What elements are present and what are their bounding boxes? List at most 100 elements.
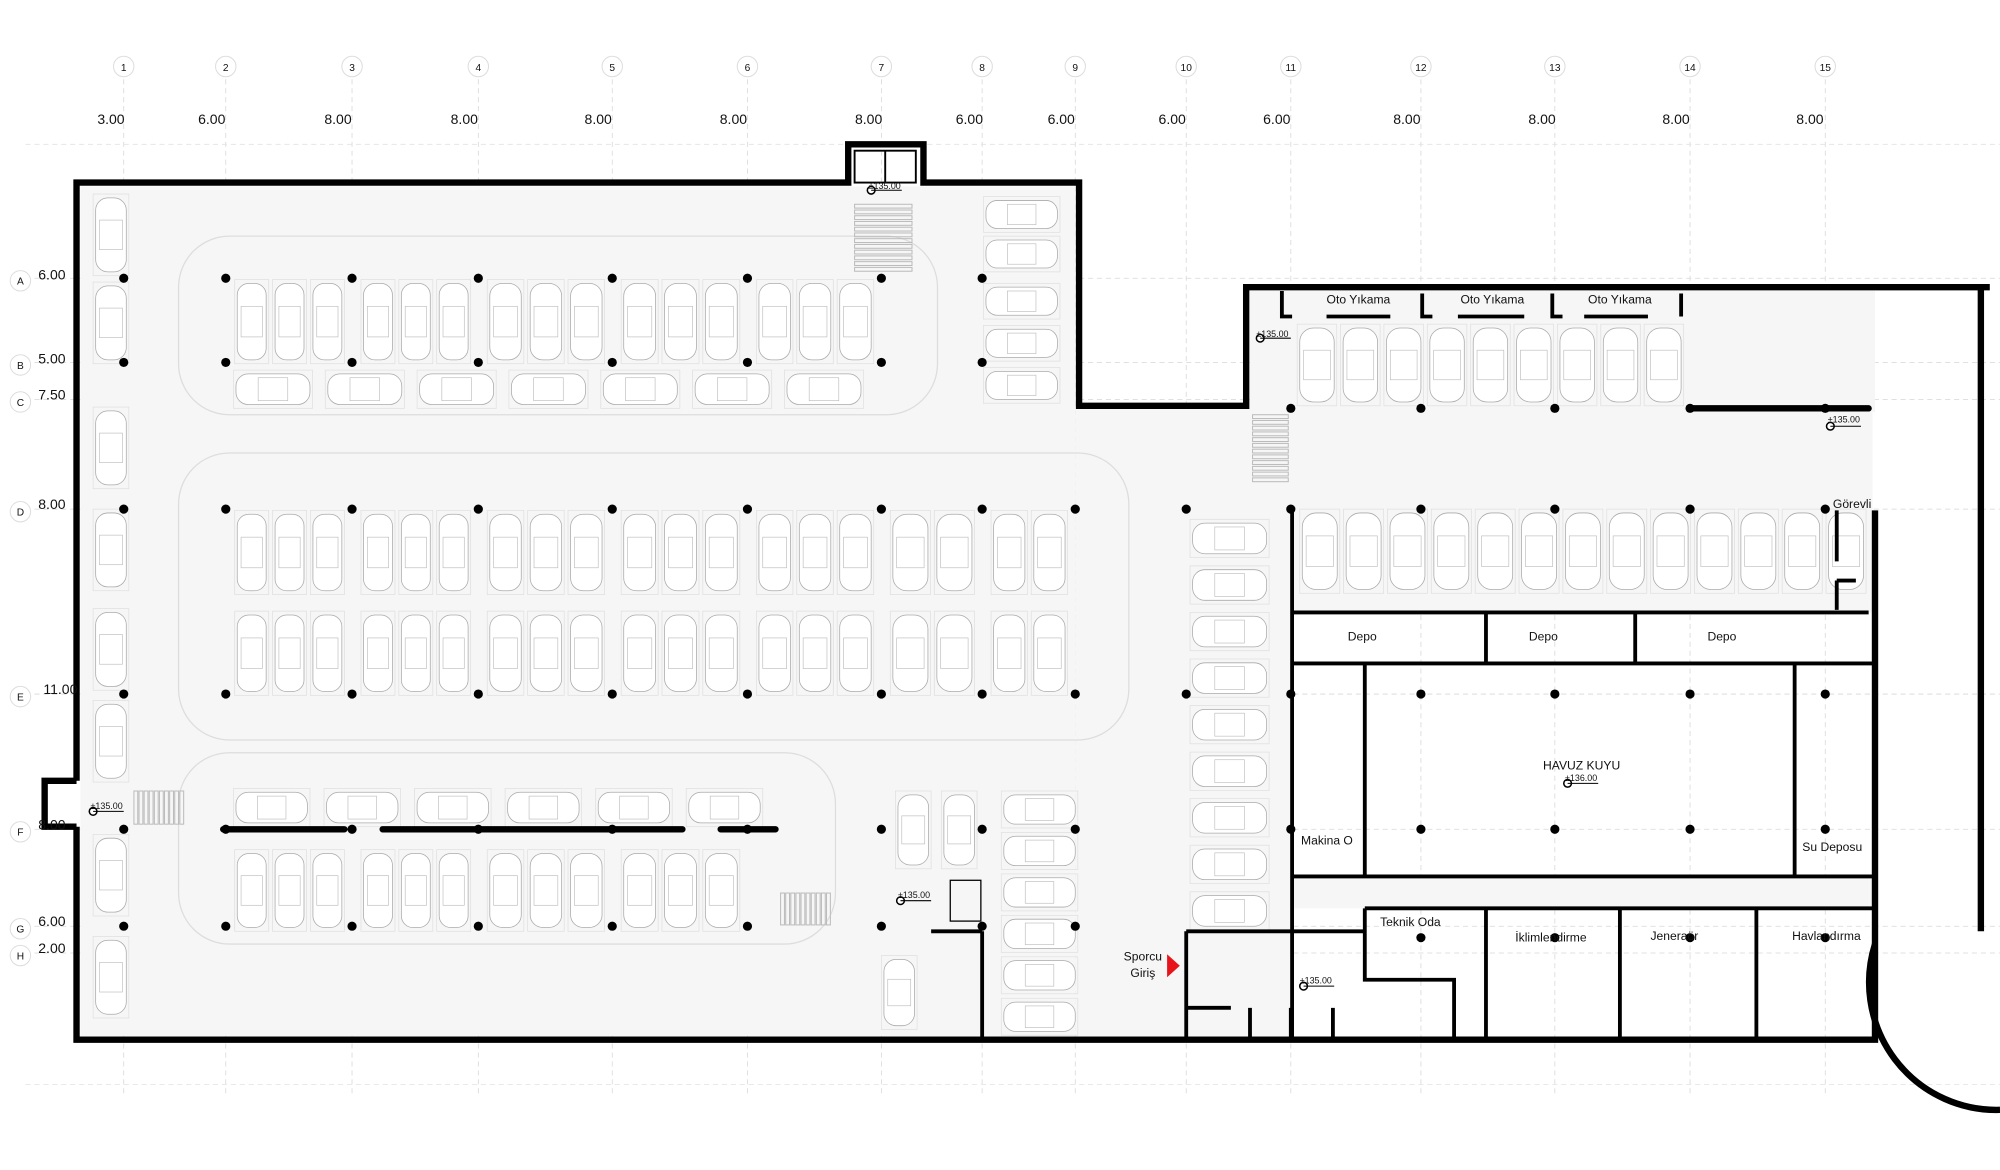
parking-space xyxy=(933,509,975,595)
parking-space xyxy=(1430,508,1472,594)
structural-column xyxy=(221,357,231,368)
parking-space xyxy=(234,509,270,595)
parking-space xyxy=(309,509,345,595)
parking-space xyxy=(836,509,875,595)
structural-column xyxy=(1416,933,1426,943)
column-spacing: 8.00 xyxy=(1796,111,1823,127)
parking-space xyxy=(1426,323,1468,407)
grid-row-bubble: A xyxy=(9,270,32,292)
parking-space xyxy=(233,788,311,828)
column-spacing: 8.00 xyxy=(1393,111,1420,127)
parking-space xyxy=(1383,323,1424,407)
grid-row-label: A xyxy=(17,277,24,288)
structural-column xyxy=(1286,689,1296,699)
parking-space xyxy=(796,509,834,595)
column-spacing: 6.00 xyxy=(1263,111,1290,127)
grid-column-bubble: 11 xyxy=(1280,55,1302,78)
structural-column xyxy=(1416,689,1426,699)
parking-space xyxy=(234,849,270,932)
grid-column-bubble: 3 xyxy=(341,55,363,78)
grid-column-label: 4 xyxy=(475,63,481,74)
label-hvac: İklimlendirme xyxy=(1515,931,1587,945)
label-technical-room: Teknik Oda xyxy=(1380,915,1441,929)
structural-column xyxy=(119,273,129,283)
parking-space xyxy=(436,509,472,595)
parking-space xyxy=(836,610,875,696)
structural-column xyxy=(1181,689,1191,699)
elevation-core: ±135.00 xyxy=(898,890,930,900)
parking-space xyxy=(527,610,565,696)
grid-row-bubble: C xyxy=(9,391,32,413)
parking-space xyxy=(567,279,605,365)
parking-space xyxy=(1562,508,1604,594)
structural-column xyxy=(221,504,231,514)
parking-space xyxy=(234,610,270,696)
parking-space xyxy=(620,849,659,932)
structural-column xyxy=(1070,824,1080,834)
parking-space xyxy=(1343,508,1385,594)
label-water-tank: Su Deposu xyxy=(1802,840,1862,854)
parking-spaces xyxy=(92,193,1867,1036)
parking-space xyxy=(436,279,472,365)
column-spacing: 6.00 xyxy=(198,111,225,127)
elevation-marker-icon xyxy=(1563,778,1599,788)
elevation-car-wash: ±135.00 xyxy=(1256,329,1288,339)
row-spacing: 2.00 xyxy=(38,940,65,956)
label-athlete-entrance-2: Giriş xyxy=(1130,966,1155,980)
structural-column xyxy=(742,689,753,699)
parking-space xyxy=(1557,323,1598,407)
grid-column-bubble: 15 xyxy=(1814,55,1836,78)
parking-space xyxy=(486,849,525,932)
room-walls xyxy=(41,141,2000,1114)
parking-space xyxy=(486,610,525,696)
parking-space xyxy=(272,849,307,932)
structural-column xyxy=(119,357,129,368)
structural-column xyxy=(977,689,987,699)
row-spacing: 8.00 xyxy=(38,816,65,832)
parking-space xyxy=(323,788,401,828)
parking-space xyxy=(1000,873,1079,912)
structural-column xyxy=(221,689,231,699)
parking-space xyxy=(1299,508,1341,594)
grid-row-label: F xyxy=(17,828,23,839)
elevation-marker-icon xyxy=(1825,421,1861,431)
room-labels: Oto Yıkama Oto Yıkama Oto Yıkama Görevli… xyxy=(1124,293,1872,980)
parking-space xyxy=(1470,323,1511,407)
structural-column xyxy=(1820,933,1830,943)
elevation-left-entrance: ±135.00 xyxy=(91,801,123,811)
entrance-arrow-icon xyxy=(1167,954,1180,978)
label-car-wash-1: Oto Yıkama xyxy=(1327,293,1391,307)
structural-column xyxy=(347,273,357,283)
grid-column-label: 2 xyxy=(223,63,229,74)
parking-space xyxy=(1513,323,1554,407)
elevation-marker-icon xyxy=(895,896,932,906)
parking-space xyxy=(692,369,773,409)
parking-space xyxy=(1189,565,1270,605)
parking-space xyxy=(436,849,472,932)
parking-space xyxy=(436,610,472,696)
grid-column-label: 14 xyxy=(1684,63,1696,74)
structural-column xyxy=(221,273,231,283)
structural-column xyxy=(742,273,753,283)
label-storage-1: Depo xyxy=(1348,629,1377,643)
structural-columns xyxy=(119,273,1830,943)
structural-column xyxy=(119,689,129,699)
column-spacing: 8.00 xyxy=(324,111,351,127)
elevation-marker-icon xyxy=(1255,333,1291,343)
structural-column xyxy=(977,357,987,368)
column-spacing: 8.00 xyxy=(1528,111,1555,127)
parking-space xyxy=(309,849,345,932)
parking-space xyxy=(1340,323,1381,407)
parking-space xyxy=(983,196,1061,233)
structural-column xyxy=(876,357,886,368)
parking-space xyxy=(1189,891,1270,931)
grid-column-bubble: 6 xyxy=(736,55,759,78)
structural-column xyxy=(1550,689,1560,699)
elevation-pool-pit: ±136.00 xyxy=(1565,773,1597,783)
structural-column xyxy=(977,273,987,283)
grid-row-bubble: D xyxy=(9,500,32,523)
structural-column xyxy=(1286,504,1296,514)
parking-space xyxy=(836,279,875,365)
parking-space xyxy=(661,849,700,932)
structural-column xyxy=(473,357,483,368)
